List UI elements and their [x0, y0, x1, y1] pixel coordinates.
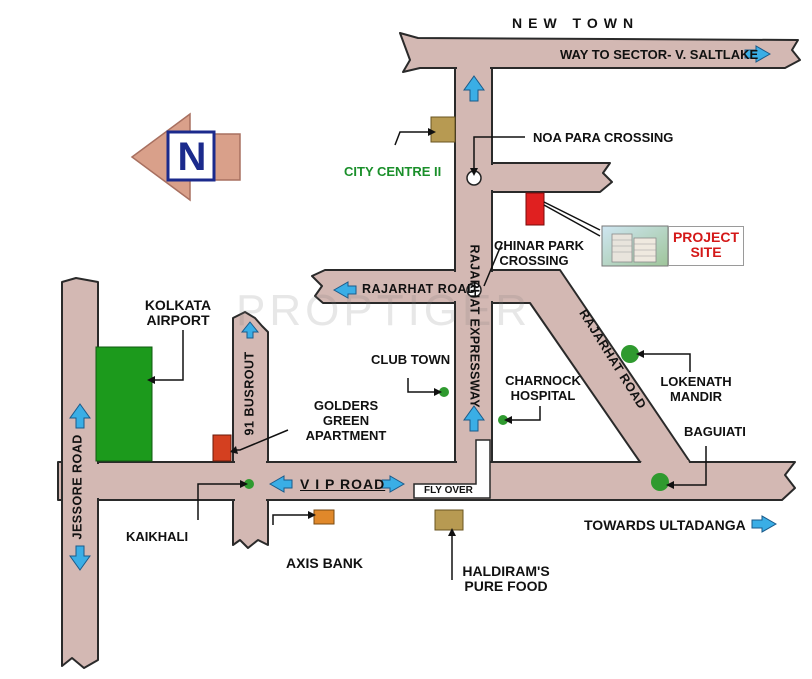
- label-haldiram-line1: HALDIRAM'S: [462, 563, 550, 579]
- road-busrout: [232, 311, 269, 463]
- axis-bank-marker: [313, 509, 335, 525]
- label-busrout: 91 BUSROUT: [242, 351, 257, 436]
- arrow-rajarhat-west: [332, 281, 357, 299]
- label-city-centre: CITY CENTRE II: [344, 164, 442, 179]
- kaikhali-marker: [244, 479, 254, 489]
- label-chinar-park-line1: CHINAR PARK: [494, 238, 585, 253]
- leader-airport: [155, 330, 184, 381]
- label-club-town: CLUB TOWN: [371, 352, 451, 367]
- label-project-site: PROJECT SITE: [668, 230, 744, 260]
- label-kaikhali: KAIKHALI: [126, 529, 189, 544]
- leader-noa-para: [473, 136, 525, 170]
- label-golders: GOLDERS GREEN APARTMENT: [300, 398, 392, 443]
- label-towards-ultadanga: TOWARDS ULTADANGA: [584, 517, 746, 533]
- charnock-marker: [498, 415, 508, 425]
- flyover: [413, 439, 491, 499]
- compass-north-letter: N: [177, 135, 207, 179]
- label-charnock-line2: HOSPITAL: [510, 388, 576, 403]
- road-jessore: [61, 277, 99, 669]
- arrow-vip-east: [381, 475, 406, 493]
- label-golders-line1: GOLDERS: [313, 398, 379, 413]
- lokenath-marker: [621, 345, 639, 363]
- leader-charnock: [510, 406, 541, 421]
- leader-project-2: [543, 204, 601, 237]
- leader-lokenath: [642, 353, 691, 372]
- watermark: PROPTIGER: [236, 286, 532, 335]
- label-axis-bank: AXIS BANK: [286, 555, 364, 571]
- label-haldiram: HALDIRAM'S PURE FOOD: [458, 564, 554, 594]
- arrow-sector-east: [744, 45, 772, 63]
- road-kaikhali-stub: [232, 499, 269, 549]
- label-rajarhat-expressway: RAJARHAT EXPRESSWAY: [467, 244, 482, 408]
- label-lokenath-line1: LOKENATH: [660, 374, 732, 389]
- leader-city-centre: [394, 131, 428, 146]
- label-lokenath: LOKENATH MANDIR: [658, 374, 734, 404]
- arrow-jessore-north: [69, 403, 91, 429]
- project-site-box: [668, 226, 744, 266]
- road-new-town: [399, 32, 801, 73]
- label-project-line2: SITE: [690, 244, 722, 260]
- arrow-vip-west: [268, 475, 293, 493]
- label-new-town: NEW TOWN: [512, 15, 640, 31]
- arrow-ultadanga-east: [751, 515, 778, 533]
- label-airport-line1: KOLKATA: [144, 297, 212, 313]
- label-chinar-park-line2: CROSSING: [499, 253, 569, 268]
- label-charnock-line1: CHARNOCK: [505, 373, 581, 388]
- label-lokenath-line2: MANDIR: [670, 389, 722, 404]
- label-golders-line2: GREEN: [322, 413, 370, 428]
- label-jessore-road: JESSORE ROAD: [70, 434, 85, 540]
- label-vip-road: V I P ROAD: [300, 476, 386, 492]
- leader-chinar: [483, 242, 503, 287]
- road-vip: [57, 461, 796, 501]
- arrow-busrout-north: [240, 321, 260, 339]
- label-golders-line3: APARTMENT: [305, 428, 387, 443]
- label-chinar-park: CHINAR PARK CROSSING: [494, 238, 585, 268]
- project-building-image: [601, 225, 669, 267]
- label-rajarhat-road-west: RAJARHAT ROAD: [362, 282, 477, 296]
- arrow-jessore-south: [69, 545, 91, 571]
- label-way-to-sector: WAY TO SECTOR- V. SALTLAKE: [560, 47, 759, 62]
- label-charnock: CHARNOCK HOSPITAL: [504, 373, 582, 403]
- label-project-line1: PROJECT: [672, 229, 740, 245]
- label-fly-over: FLY OVER: [424, 485, 473, 496]
- arrow-expressway-north: [463, 75, 485, 102]
- leader-club-town: [407, 378, 438, 393]
- compass-arrow: [130, 112, 241, 202]
- chinar-park-crossing-marker: [466, 282, 482, 298]
- golders-green-marker: [212, 434, 232, 462]
- label-airport-line2: AIRPORT: [146, 312, 210, 328]
- label-kolkata-airport: KOLKATA AIRPORT: [138, 298, 218, 328]
- club-town-marker: [439, 387, 449, 397]
- leader-kaikhali: [197, 483, 243, 520]
- airport-area: [95, 346, 153, 462]
- leader-project: [543, 201, 601, 231]
- haldiram-marker: [434, 509, 464, 531]
- road-noa-para-east: [491, 162, 613, 193]
- label-noa-para: NOA PARA CROSSING: [533, 130, 674, 145]
- label-haldiram-line2: PURE FOOD: [464, 578, 548, 594]
- label-baguiati: BAGUIATI: [684, 424, 746, 439]
- city-centre-marker: [430, 116, 456, 143]
- leader-axis: [272, 514, 312, 525]
- arrow-expressway-north-2: [463, 405, 485, 432]
- leader-baguiati: [672, 446, 707, 486]
- project-site-marker: [525, 192, 545, 226]
- baguiati-marker: [651, 473, 669, 491]
